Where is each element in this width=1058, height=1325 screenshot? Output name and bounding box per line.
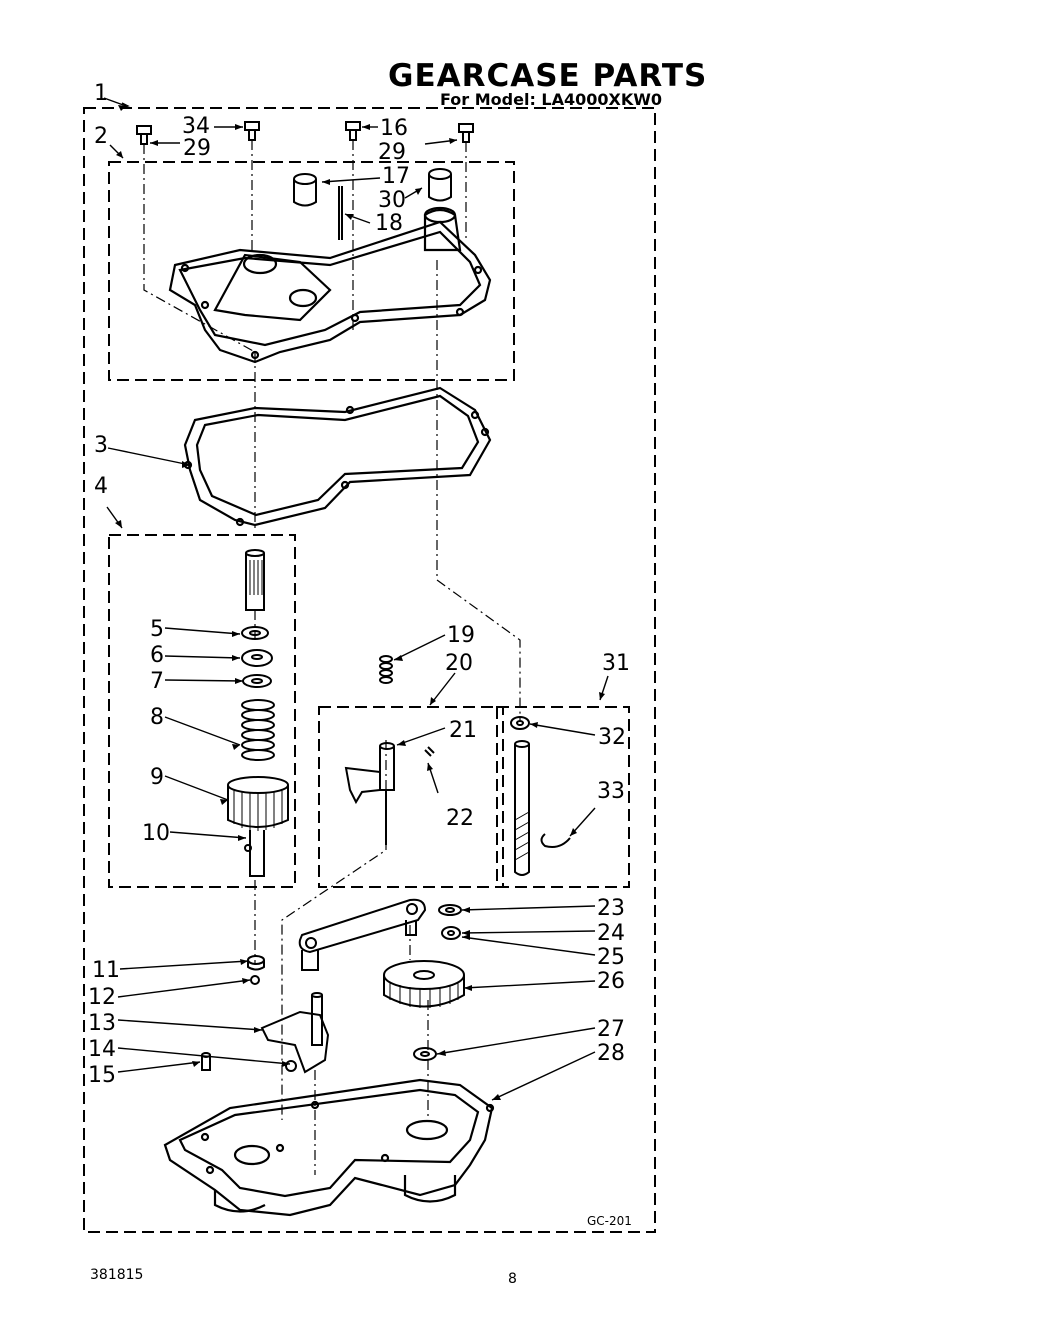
callout-14: 14 [88,1037,116,1062]
callout-17: 17 [382,164,410,189]
pin-22-icon [424,746,435,757]
pin-18-icon [338,186,343,240]
assembly-box-outline [83,107,656,1233]
callout-24: 24 [597,921,625,946]
ball-12-icon [250,975,260,985]
callout-10: 10 [142,821,170,846]
callout-19: 19 [447,623,475,648]
page-title: GEARCASE PARTS [388,58,708,94]
screw-29-right-icon [458,123,474,143]
gasket-icon [183,386,492,527]
pin-15-icon [201,1052,211,1071]
callout-4: 4 [94,474,108,499]
callout-16: 16 [380,116,408,141]
spring-19-icon [379,655,393,684]
callout-22: 22 [446,806,474,831]
gearcase-cover-icon [168,206,492,364]
gear-26-icon [383,960,465,1008]
model-subtitle: For Model: LA4000XKW0 [440,90,663,109]
screw-34-icon [244,121,260,141]
callout-12: 12 [88,985,116,1010]
callout-11: 11 [92,958,120,983]
callout-1: 1 [94,81,108,106]
callout-3: 3 [94,433,108,458]
bushing-30-icon [428,168,452,202]
callout-32: 32 [598,725,626,750]
screw-16-icon [345,121,361,141]
callout-31: 31 [602,651,630,676]
pinion-gear-9-icon [227,776,289,831]
page-number: 8 [508,1271,517,1287]
spring-8-icon [241,699,275,761]
callout-13: 13 [88,1011,116,1036]
callout-23: 23 [597,896,625,921]
cover-box-outline [108,161,515,381]
screw-29-left-icon [136,125,152,145]
bushing-17-icon [293,173,317,207]
callout-28: 28 [597,1041,625,1066]
shaft-box-outline [496,706,630,888]
shaft-10-icon [244,830,265,877]
callout-34: 34 [182,114,210,139]
washer-5-icon [241,626,269,640]
callout-5: 5 [150,617,164,642]
arrowheads [115,105,605,1100]
washer-7-icon [242,674,272,688]
pinion-shaft-icon [245,549,265,611]
callout-29-right: 29 [378,140,406,165]
callout-15: 15 [88,1063,116,1088]
washer-6-icon [241,649,273,667]
shifter-21-icon [344,742,395,845]
callout-33: 33 [597,779,625,804]
callout-29-left: 29 [183,136,211,161]
callout-27: 27 [597,1017,625,1042]
cap-11-icon [247,955,265,971]
callout-20: 20 [445,651,473,676]
washer-27-icon [413,1047,437,1061]
callout-26: 26 [597,969,625,994]
callout-7: 7 [150,669,164,694]
clip-33-icon [540,833,571,848]
shift-lever-13-icon [260,992,330,1074]
gearcase-base-icon [163,1078,495,1217]
leader-lines [103,97,609,1101]
crank-arm-23-icon [298,898,427,971]
callout-25: 25 [597,945,625,970]
washer-32-icon [510,716,530,730]
worm-shaft-icon [514,740,530,876]
document-number: 381815 [90,1267,144,1283]
callout-8: 8 [150,705,164,730]
callout-18: 18 [375,211,403,236]
callout-6: 6 [150,643,164,668]
callout-30: 30 [378,188,406,213]
callout-21: 21 [449,718,477,743]
callout-2: 2 [94,124,108,149]
callout-9: 9 [150,765,164,790]
washer-25-icon [441,926,461,940]
drawing-code: GC-201 [587,1214,632,1228]
washer-24-icon [438,904,462,916]
